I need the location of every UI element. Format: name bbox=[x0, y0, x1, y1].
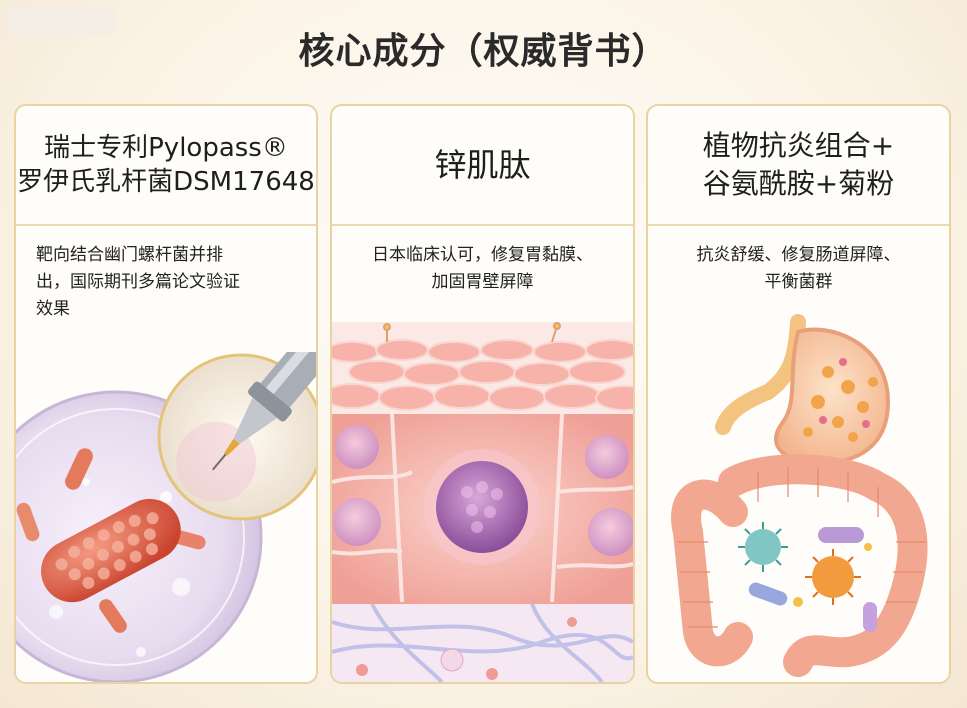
card-description-line: 平衡菌群 bbox=[764, 272, 833, 292]
bacteria-petri-dish-pipette-icon bbox=[16, 352, 316, 682]
card-description-line: 日本临床认可，修复胃黏膜、 bbox=[372, 245, 593, 265]
card-description-line: 抗炎舒缓、修复肠道屏障、 bbox=[696, 245, 901, 265]
card-description: 日本临床认可，修复胃黏膜、 加固胃壁屏障 bbox=[332, 226, 633, 296]
card-heading-line: 罗伊氏乳杆菌DSM17648 bbox=[17, 167, 315, 197]
page-title: 核心成分（权威背书） bbox=[298, 31, 669, 72]
card-description-line: 效果 bbox=[36, 299, 70, 319]
gastric-mucosa-cells-icon bbox=[332, 322, 633, 682]
card-description-line: 出，国际期刊多篇论文验证 bbox=[36, 272, 240, 292]
card-heading-line: 植物抗炎组合+ bbox=[702, 129, 895, 162]
card-heading-line: 谷氨酰胺+菊粉 bbox=[702, 167, 895, 200]
card-description: 靶向结合幽门螺杆菌并排 出，国际期刊多篇论文验证 效果 bbox=[16, 226, 316, 323]
card-heading: 瑞士专利Pylopass® 罗伊氏乳杆菌DSM17648 bbox=[16, 106, 316, 226]
ingredient-card-zinc-carnosine: 锌肌肽 日本临床认可，修复胃黏膜、 加固胃壁屏障 bbox=[330, 104, 635, 684]
ingredient-card-plant-complex: 植物抗炎组合+ 谷氨酰胺+菊粉 抗炎舒缓、修复肠道屏障、 平衡菌群 bbox=[646, 104, 951, 684]
ingredient-card-probiotic: 瑞士专利Pylopass® 罗伊氏乳杆菌DSM17648 靶向结合幽门螺杆菌并排… bbox=[14, 104, 318, 684]
card-description-line: 加固胃壁屏障 bbox=[431, 272, 534, 292]
blurred-watermark bbox=[6, 6, 116, 36]
card-heading: 锌肌肽 bbox=[332, 106, 633, 226]
card-heading-line: 锌肌肽 bbox=[434, 146, 531, 184]
card-heading: 植物抗炎组合+ 谷氨酰胺+菊粉 bbox=[648, 106, 949, 226]
card-description: 抗炎舒缓、修复肠道屏障、 平衡菌群 bbox=[648, 226, 949, 296]
digestive-tract-microbiome-icon bbox=[648, 302, 949, 682]
card-description-line: 靶向结合幽门螺杆菌并排 bbox=[36, 245, 223, 265]
card-heading-line: 瑞士专利Pylopass® bbox=[44, 133, 288, 163]
